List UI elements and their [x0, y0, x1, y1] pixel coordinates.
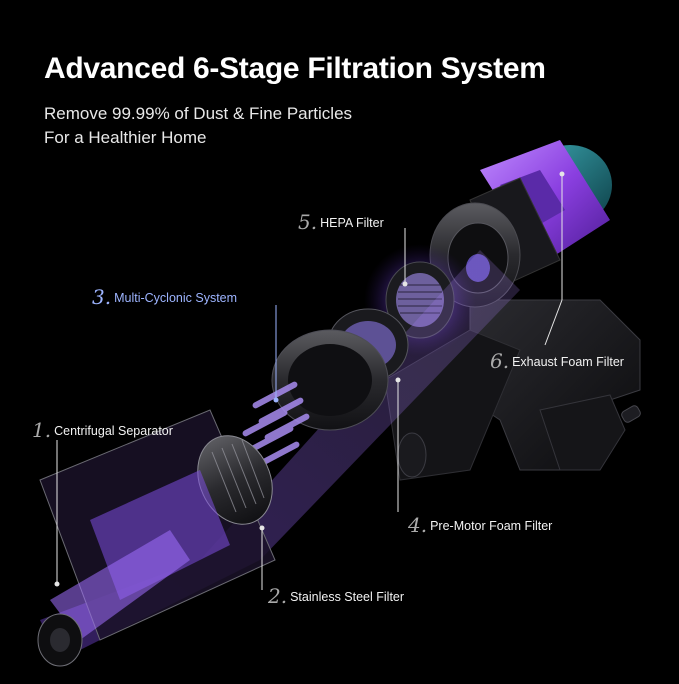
dustbin-part — [37, 409, 276, 667]
page-title: Advanced 6-Stage Filtration System — [44, 52, 546, 85]
stage-label-stainless-steel-filter: 2.Stainless Steel Filter — [268, 584, 404, 608]
stage-number: 3. — [92, 285, 112, 309]
stage-label-text: Exhaust Foam Filter — [512, 355, 624, 369]
stage-label-text: Multi-Cyclonic System — [114, 291, 238, 305]
stage-label-text: Pre-Motor Foam Filter — [430, 519, 553, 533]
stage-number: 2. — [268, 584, 288, 608]
stage-label-text: HEPA Filter — [320, 216, 384, 230]
stage-number: 5. — [298, 210, 318, 234]
page-subtitle: Remove 99.99% of Dust & Fine Particles F… — [44, 102, 352, 150]
subtitle-line-2: For a Healthier Home — [44, 128, 207, 147]
stage-label-centrifugal-separator: 1.Centrifugal Separator — [32, 418, 173, 442]
leader-lines — [54, 171, 565, 590]
stage-number: 4. — [408, 513, 428, 537]
stage-label-hepa-filter: 5.HEPA Filter — [298, 210, 384, 234]
subtitle-line-1: Remove 99.99% of Dust & Fine Particles — [44, 104, 353, 123]
stage-number: 1. — [32, 418, 52, 442]
stage-label-multi-cyclonic-system: 3.Multi-Cyclonic System — [92, 285, 237, 309]
stage-label-exhaust-foam-filter: 6.Exhaust Foam Filter — [490, 349, 624, 373]
stage-label-text: Centrifugal Separator — [54, 424, 173, 438]
multi-cyclone-part — [242, 329, 389, 469]
stage-label-text: Stainless Steel Filter — [290, 590, 405, 604]
stage-label-pre-motor-foam-filter: 4.Pre-Motor Foam Filter — [408, 513, 552, 537]
stage-number: 6. — [490, 349, 510, 373]
